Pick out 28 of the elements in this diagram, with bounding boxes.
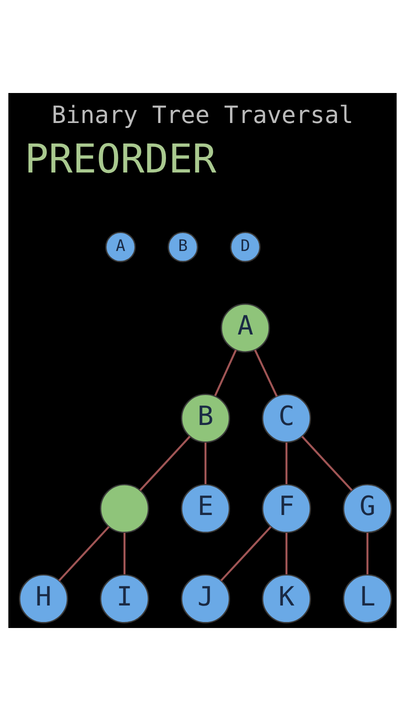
connector xyxy=(204,442,206,484)
node-circle: A xyxy=(220,302,270,352)
connector xyxy=(58,526,110,581)
connector xyxy=(139,435,191,491)
diagram-title: Binary Tree Traversal xyxy=(52,100,354,128)
connector xyxy=(254,349,278,396)
connector xyxy=(220,526,272,581)
connector xyxy=(285,442,288,484)
node-circle: B xyxy=(180,393,230,442)
connector xyxy=(366,532,368,574)
node-circle: B xyxy=(168,231,198,262)
node-circle: D xyxy=(230,231,261,262)
connector xyxy=(124,532,126,574)
node-circle: I xyxy=(100,574,150,623)
connector xyxy=(301,435,353,491)
connector xyxy=(214,349,237,396)
node-circle: A xyxy=(105,231,136,262)
node-circle: E xyxy=(180,483,230,533)
node-circle: K xyxy=(262,574,312,623)
node-circle: L xyxy=(342,574,392,623)
node-circle: H xyxy=(18,574,68,623)
connector xyxy=(285,532,288,574)
node-circle: F xyxy=(262,483,312,533)
node-circle: J xyxy=(180,574,230,623)
node-circle: C xyxy=(262,393,312,442)
label: PREORDER xyxy=(24,136,216,182)
node-circle xyxy=(100,483,150,533)
node-circle: G xyxy=(342,483,392,533)
